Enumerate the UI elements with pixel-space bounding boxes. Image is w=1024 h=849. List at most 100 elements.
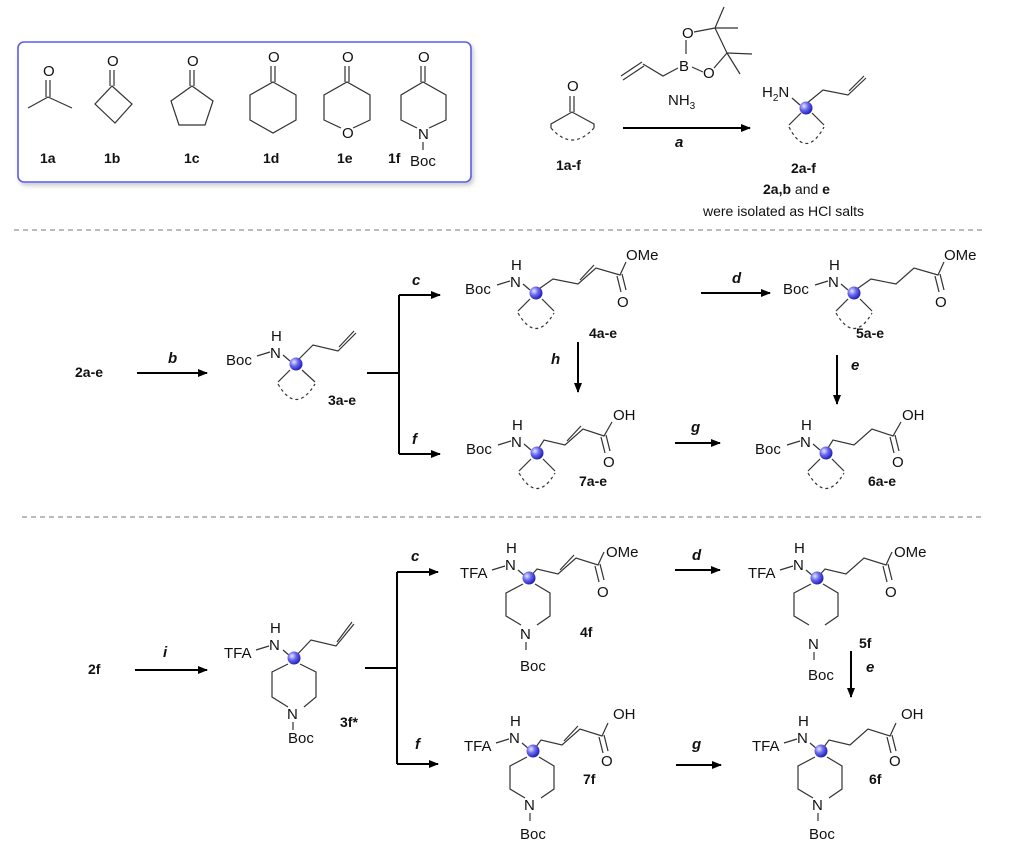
hydroxyl-group: OH — [901, 706, 924, 723]
compound-3a-e: Boc N H 3a-e — [226, 328, 357, 408]
compound-label-1d: 1d — [263, 150, 279, 166]
amine-group: H2N — [762, 84, 789, 104]
quaternary-carbon-sphere — [287, 651, 301, 665]
boc-group: Boc — [288, 730, 314, 747]
nitrogen-atom: N — [287, 706, 298, 723]
compound-1f: O N Boc 1f — [388, 49, 447, 170]
tfa-group: TFA — [464, 738, 492, 755]
nitrogen-atom: N — [418, 126, 429, 143]
quaternary-carbon-sphere — [289, 357, 303, 371]
label-6f: 6f — [869, 771, 882, 787]
quaternary-carbon-sphere — [819, 446, 833, 460]
nitrogen-atom: N — [505, 557, 516, 574]
condition-g: g — [690, 419, 700, 436]
boc-group: Boc — [520, 826, 546, 843]
quaternary-carbon-sphere — [522, 571, 536, 585]
quaternary-carbon-sphere — [810, 571, 824, 585]
oxygen-atom: O — [342, 49, 354, 66]
compound-4f: TFA N H OMe O N Boc 4f — [460, 540, 639, 675]
condition-f: f — [415, 736, 422, 753]
oxygen-atom: O — [187, 53, 199, 70]
oxygen-atom: O — [107, 53, 119, 70]
label-5a-e: 5a-e — [856, 325, 884, 341]
box-border — [17, 41, 472, 183]
carbonyl-oxygen: O — [597, 584, 609, 601]
hydrogen-atom: H — [271, 328, 282, 345]
boc-group: Boc — [465, 281, 491, 298]
compound-5f: TFA N H OMe O N Boc 5f — [748, 540, 927, 684]
compound-7a-e: Boc N H OH O 7a-e — [466, 407, 636, 490]
condition-e: e — [866, 659, 874, 676]
compound-label-1b: 1b — [104, 150, 120, 166]
nitrogen-atom: N — [828, 274, 839, 291]
condition-e: e — [851, 357, 859, 374]
nitrogen-atom: N — [270, 345, 281, 362]
quaternary-carbon-sphere — [814, 744, 828, 758]
hcl-salt-note-line2: were isolated as HCl salts — [702, 203, 864, 219]
quaternary-carbon-sphere — [530, 446, 544, 460]
start-label-2f: 2f — [88, 661, 101, 677]
ring-oxygen-atom: O — [342, 125, 354, 142]
quaternary-carbon-sphere — [526, 744, 540, 758]
nitrogen-atom: N — [520, 626, 531, 643]
hydrogen-atom: H — [829, 257, 840, 274]
compound-1b: O 1b — [94, 53, 133, 166]
product-label: 2a-f — [791, 160, 816, 176]
hydroxyl-group: OH — [902, 407, 925, 424]
ammonia: NH3 — [668, 92, 696, 112]
compound-7f: TFA N H OH O N Boc 7f — [464, 706, 636, 843]
oxygen-atom: O — [703, 65, 715, 82]
nitrogen-atom: N — [509, 730, 520, 747]
generic-amine-product: H2N 2a-f — [762, 75, 867, 176]
compound-label-1f: 1f — [388, 150, 401, 166]
hydrogen-atom: H — [510, 713, 521, 730]
tfa-group: TFA — [748, 565, 776, 582]
label-7a-e: 7a-e — [579, 473, 607, 489]
label-6a-e: 6a-e — [868, 473, 896, 489]
nitrogen-atom: N — [812, 797, 823, 814]
methoxy-group: OMe — [944, 247, 977, 264]
tfa-group: TFA — [752, 738, 780, 755]
compound-1d: O 1d — [249, 49, 297, 166]
starting-materials-box: O 1a O 1b O 1c O 1d O — [17, 41, 472, 183]
oxygen-atom: O — [567, 78, 579, 95]
nitrogen-atom: N — [797, 730, 808, 747]
methoxy-group: OMe — [894, 544, 927, 561]
methoxy-group: OMe — [626, 247, 659, 264]
nitrogen-atom: N — [793, 557, 804, 574]
reactant-label: 1a-f — [556, 157, 581, 173]
compound-5a-e: Boc N H OMe O 5a-e — [783, 247, 977, 341]
compound-label-1e: 1e — [337, 150, 353, 166]
section-2-scheme: 2a-e b Boc N H 3a-e c f Boc N — [75, 247, 977, 490]
methoxy-group: OMe — [606, 544, 639, 561]
condition-d: d — [692, 547, 702, 564]
tfa-group: TFA — [224, 645, 252, 662]
section-3-scheme: 2f i TFA N H N Boc 3f* c f TFA — [88, 540, 927, 843]
condition-c: c — [411, 548, 420, 565]
label-5f: 5f — [859, 635, 872, 651]
start-label-2a-e: 2a-e — [75, 364, 103, 380]
hydrogen-atom: H — [506, 540, 517, 557]
carbonyl-oxygen: O — [889, 753, 901, 770]
compound-6f: TFA N H OH O N Boc 6f — [752, 706, 924, 843]
carbonyl-oxygen: O — [885, 584, 897, 601]
boc-group: Boc — [755, 441, 781, 458]
condition-a: a — [675, 134, 683, 151]
hydroxyl-group: OH — [613, 706, 636, 723]
hydrogen-atom: H — [511, 257, 522, 274]
carbonyl-oxygen: O — [617, 294, 629, 311]
condition-c: c — [412, 272, 421, 289]
boc-group: Boc — [226, 352, 252, 369]
label-4a-e: 4a-e — [589, 325, 617, 341]
carbonyl-oxygen: O — [935, 294, 947, 311]
carbonyl-oxygen: O — [892, 454, 904, 471]
boc-group: Boc — [466, 441, 492, 458]
hydroxyl-group: OH — [613, 407, 636, 424]
condition-b: b — [168, 350, 177, 367]
hydrogen-atom: H — [270, 620, 281, 637]
quaternary-carbon-sphere — [529, 286, 543, 300]
oxygen-atom: O — [43, 63, 55, 80]
boc-group: Boc — [809, 826, 835, 843]
boron-atom: B — [679, 58, 689, 75]
compound-6a-e: Boc N H OH O 6a-e — [755, 407, 925, 490]
